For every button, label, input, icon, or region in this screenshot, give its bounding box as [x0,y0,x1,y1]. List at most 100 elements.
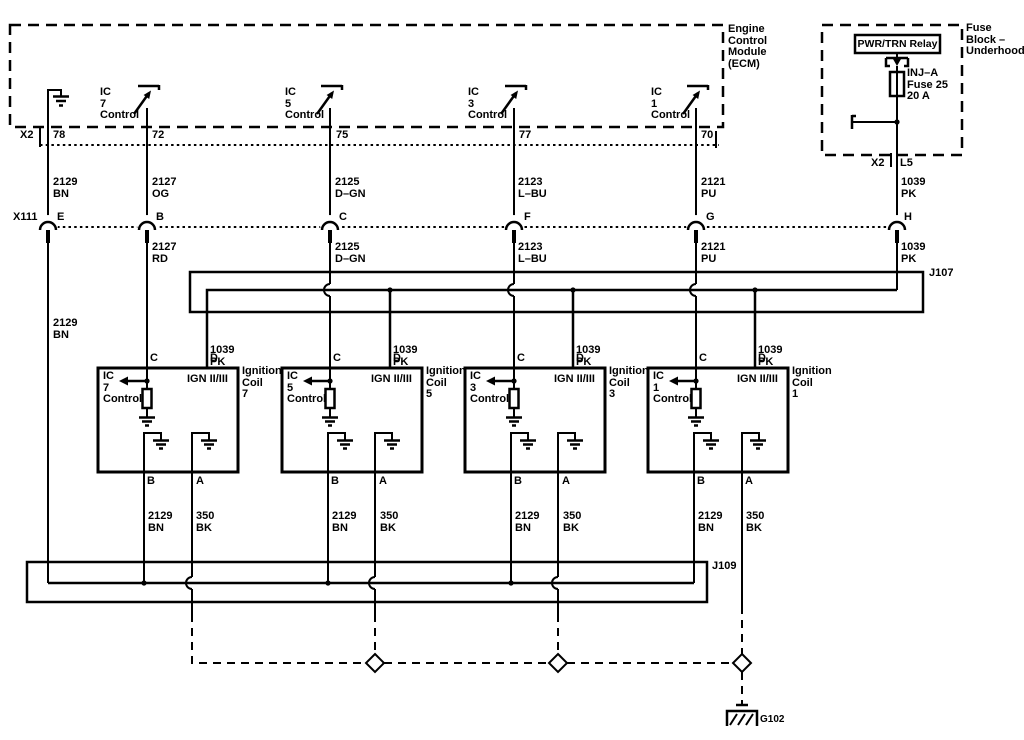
coil1-bk-wire-label: 350 BK [746,510,765,534]
coil7-pin-b: B [147,475,155,487]
fuse-block-box [820,23,964,157]
j107-label: J107 [929,267,954,279]
ecm-ground-icon [47,89,69,127]
coil7-pin-d: D [210,352,218,364]
wire-label-1039-pk-drop-1: 1039 PK [758,344,783,368]
ic1-driver-label: IC 1 Control [651,86,691,121]
coil7-title: Ignition Coil 7 [242,365,282,400]
coil1-supply-label: IGN II/III [737,373,778,385]
wire-label-2123-lbu-lower: 2123 L–BU [518,241,547,265]
coil1-pin-c: C [699,352,707,364]
ic-driver-1-switch-icon [681,84,710,115]
ecm-title: Engine Control Module (ECM) [728,23,768,70]
wire-label-2127-rd: 2127 RD [152,241,177,265]
coil7-supply-label: IGN II/III [187,373,228,385]
coil1-pin-a: A [745,475,753,487]
coil5-supply-label: IGN II/III [371,373,412,385]
coil5-pin-d: D [393,352,401,364]
wire-label-2127-og: 2127 OG [152,176,177,200]
coil3-control-label: IC 3 Control [470,370,510,405]
wire-label-2123-lbu-upper: 2123 L–BU [518,176,547,200]
ecm-box [8,23,725,129]
ignition-coil-3-box [463,366,607,474]
coil3-pin-b: B [514,475,522,487]
wire-label-1039-pk-lower: 1039 PK [901,241,926,265]
relay-terminal-icon [884,53,910,72]
coil1-pin-d: D [758,352,766,364]
x111-pin-e: E [57,211,65,223]
j107-junction-block [188,270,925,368]
coil3-supply-label: IGN II/III [554,373,595,385]
x111-pin-f: F [524,211,531,223]
x111-pin-c: C [339,211,347,223]
ic-driver-3-switch-icon [499,84,528,115]
coil3-pin-a: A [562,475,570,487]
ic-driver-5-switch-icon [315,84,344,115]
g102-label: G102 [760,714,785,725]
x111-connector-label: X111 [13,211,38,223]
coil7-bn-wire-label: 2129 BN [148,510,173,534]
coil5-pin-c: C [333,352,341,364]
circuit-wires [47,90,898,583]
wire-label-2129-bn-main: 2129 BN [53,317,78,341]
coil1-control-label: IC 1 Control [653,370,693,405]
wire-label-1039-pk-drop-3: 1039 PK [576,344,601,368]
coil5-pin-b: B [331,475,339,487]
x111-connector-row [38,215,907,243]
ignition-coil-5-box [280,366,424,474]
coil3-bk-wire-label: 350 BK [563,510,582,534]
wire-label-2121-pu-lower: 2121 PU [701,241,726,265]
coil5-pin-a: A [379,475,387,487]
wire-label-1039-pk-drop-5: 1039 PK [393,344,418,368]
x2-pin-77: 77 [519,129,532,141]
ignition-coil-7-box [96,366,240,474]
x2-pin-72: 72 [152,129,165,141]
j109-label: J109 [712,560,737,572]
coil-output-wires [143,472,743,614]
coil1-title: Ignition Coil 1 [792,365,832,400]
x2-connector-label: X2 [20,129,34,141]
x2-pin-75: 75 [336,129,349,141]
ic-driver-7-switch-icon [132,84,161,115]
x2-connector-row [39,128,719,148]
wire-label-1039-pk-drop-7: 1039 PK [210,344,235,368]
ignition-coil-1-box [646,366,790,474]
splice-network [191,606,753,705]
coil5-bk-wire-label: 350 BK [380,510,399,534]
coil5-control-label: IC 5 Control [287,370,327,405]
ic3-driver-label: IC 3 Control [468,86,508,121]
coil3-title: Ignition Coil 3 [609,365,649,400]
ic7-driver-label: IC 7 Control [100,86,140,121]
fuse-label: INJ–A Fuse 25 20 A [907,67,948,102]
coil3-pin-d: D [576,352,584,364]
g102-ground-icon [725,703,759,726]
coil5-bn-wire-label: 2129 BN [332,510,357,534]
x111-pin-g: G [706,211,715,223]
fuse-icon [888,70,906,98]
coil3-bn-wire-label: 2129 BN [515,510,540,534]
coil3-pin-c: C [517,352,525,364]
x111-pin-h: H [904,211,912,223]
wire-label-2129-bn-upper: 2129 BN [53,176,78,200]
coil1-bn-wire-label: 2129 BN [698,510,723,534]
x111-pin-b: B [156,211,164,223]
x2-fuse-connector-label: X2 [871,157,885,169]
ic5-driver-label: IC 5 Control [285,86,325,121]
wire-label-1039-pk-upper: 1039 PK [901,176,926,200]
wire-label-2125-dgn-upper: 2125 D–GN [335,176,366,200]
x2-pin-70: 70 [701,129,714,141]
fuse-block-branch-terminal [850,114,900,129]
coil1-pin-b: B [697,475,705,487]
coil7-bk-wire-label: 350 BK [196,510,215,534]
coil7-pin-c: C [150,352,158,364]
coil7-control-label: IC 7 Control [103,370,143,405]
fuse-block-title: Fuse Block – Underhood [966,22,1024,57]
coil7-pin-a: A [196,475,204,487]
wire-label-2125-dgn-lower: 2125 D–GN [335,241,366,265]
coil5-title: Ignition Coil 5 [426,365,466,400]
wire-label-2121-pu-upper: 2121 PU [701,176,726,200]
x2-pin-78: 78 [53,129,66,141]
j109-junction-block [25,560,709,604]
